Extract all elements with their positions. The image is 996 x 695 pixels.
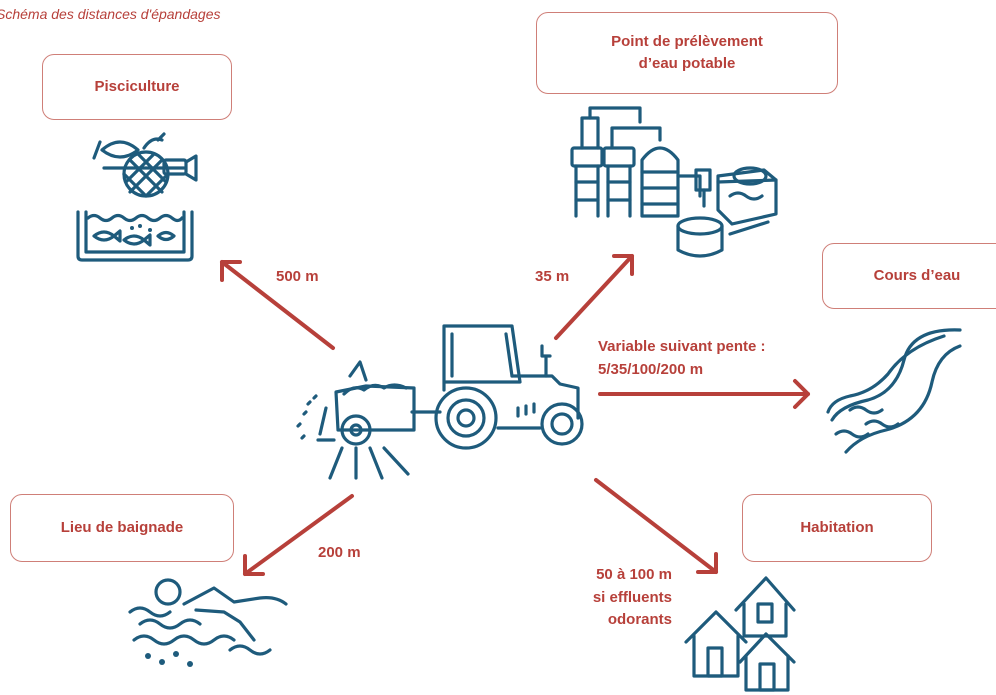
pisciculture-label: Pisciculture [94,77,180,95]
habitation-distance-line3: odorants [607,611,672,628]
habitation-distance: 50 à 100 m si effluents odorants [568,564,672,632]
habitation-label: Habitation [800,518,874,536]
river-icon [826,328,962,454]
arrow-cours-eau [598,379,810,409]
houses-icon [684,576,796,692]
baignade-label: Lieu de baignade [60,518,184,536]
habitation-box: Habitation [742,494,932,562]
habitation-distance-line1: 50 à 100 m [596,566,672,583]
captage-distance: 35 m [535,268,570,285]
cours-eau-distance: Variable suivant pente : 5/35/100/200 m [598,336,766,381]
habitation-distance-line2: si effluents [592,588,672,606]
fish-farm-icon [76,132,198,262]
swimmer-icon [128,578,288,667]
tractor-spreader-icon [296,324,584,480]
baignade-box: Lieu de baignade [10,494,234,562]
baignade-distance: 200 m [318,544,361,561]
pisciculture-distance: 500 m [276,268,319,285]
arrow-pisciculture [220,260,335,350]
captage-label-line2: d’eau potable [638,55,736,72]
arrow-baignade [243,494,354,576]
cours-eau-box: Cours d’eau [822,243,996,309]
diagram-caption: Schéma des distances d'épandages [0,6,221,22]
arrow-captage [554,254,634,340]
arrow-habitation [594,478,718,574]
cours-eau-label: Cours d’eau [873,266,961,284]
cours-eau-distance-line1: Variable suivant pente : [598,338,766,355]
pisciculture-box: Pisciculture [42,54,232,120]
water-treatment-plant-icon [570,106,778,258]
captage-box: Point de prélèvement d’eau potable [536,12,838,94]
captage-label-line1: Point de prélèvement [611,32,763,50]
cours-eau-distance-line2: 5/35/100/200 m [598,360,704,378]
